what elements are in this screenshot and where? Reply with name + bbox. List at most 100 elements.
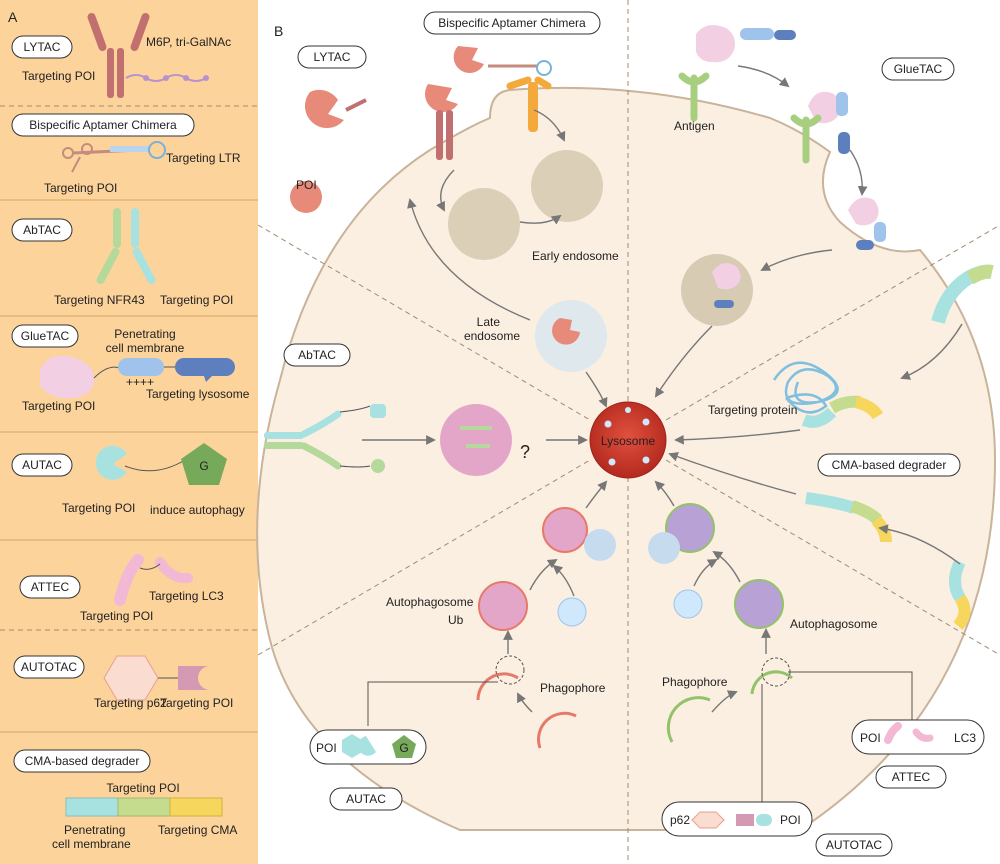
cpp-segment [65, 797, 119, 817]
abtac-antibody-icon [264, 404, 386, 473]
a-cma-cma: Targeting CMA [158, 823, 237, 837]
a-lytac: LYTAC M6P, tri-GalNAc Targeting POI [11, 12, 231, 98]
lytac-arrows [407, 109, 608, 408]
b-autac-label: AUTAC [346, 792, 386, 806]
a-gluetac-membrane2: cell membrane [106, 341, 185, 355]
b-lytac-label: LYTAC [314, 50, 351, 64]
b-gluetac-label: GlueTAC [894, 62, 943, 76]
a-bac: Bispecific Aptamer Chimera Targeting LTR… [11, 113, 241, 195]
poi-icon [290, 181, 322, 213]
a-cma-membrane1: Penetrating [64, 823, 125, 837]
ub-label: Ub [448, 613, 464, 627]
targeting-protein-label: Targeting protein [708, 403, 797, 417]
guanine-tag-icon [181, 443, 227, 485]
a-gluetac-charge: ++++ [126, 375, 154, 389]
late-endosome-label-1: Late [477, 315, 501, 329]
lysosome-tag-icon [175, 358, 235, 382]
phagophore-right-label: Phagophore [662, 675, 728, 689]
p62-ligand-icon [103, 655, 159, 701]
panel-a-letter: A [8, 9, 18, 25]
nanobody-icon [40, 355, 121, 399]
autophagosome-right [734, 579, 784, 629]
a-gluetac-label: GlueTAC [21, 329, 70, 343]
a-bac-label: Bispecific Aptamer Chimera [29, 118, 177, 132]
b-attec-lc3: LC3 [954, 731, 976, 745]
a-abtac-right: Targeting POI [160, 293, 233, 307]
a-gluetac-membrane1: Penetrating [114, 327, 175, 341]
a-cma-membrane2: cell membrane [52, 837, 131, 851]
a-lytac-label: LYTAC [24, 40, 61, 54]
early-endosome-label: Early endosome [532, 249, 619, 263]
a-gluetac: GlueTAC Penetrating cell membrane ++++ T… [11, 324, 250, 413]
m6pr-receptor-icon [424, 84, 458, 160]
a-abtac-left: Targeting NFR43 [54, 293, 145, 307]
early-endosome-right [531, 150, 603, 222]
a-bac-poi: Targeting POI [44, 181, 117, 195]
a-attec-poi: Targeting POI [80, 609, 153, 623]
membrane-peptide-icon [118, 358, 164, 376]
a-autac-poi: Targeting POI [62, 501, 135, 515]
late-endosome-label-2: endosome [464, 329, 520, 343]
b-poi-label: POI [296, 178, 317, 192]
lysosome-label: Lysosome [601, 434, 656, 448]
b-bac-label: Bispecific Aptamer Chimera [438, 16, 586, 30]
a-cma-poi: Targeting POI [106, 781, 179, 795]
phagophore-left [476, 672, 519, 701]
lytac-receptor-icon [87, 12, 209, 98]
panel-a-dividers [0, 105, 258, 733]
a-lytac-pill [11, 35, 73, 59]
a-cma-label: CMA-based degrader [25, 754, 140, 768]
lysosome: Lysosome [589, 401, 667, 479]
antigen-icon [678, 72, 710, 122]
autophagosome-left-label: Autophagosome [386, 595, 474, 609]
lytac-complex-icon [304, 89, 344, 129]
b-autophagy-right: Autophagosome Phagophore POI LC3 ATTEC p… [648, 480, 985, 857]
poi-binder-icon [95, 445, 127, 480]
a-bac-ltr: Targeting LTR [166, 151, 241, 165]
b-abtac: AbTAC ? [264, 343, 588, 476]
autophagosome-left [478, 581, 528, 631]
a-gluetac-lysosome: Targeting lysosome [146, 387, 250, 401]
b-attec-label: ATTEC [892, 770, 931, 784]
b-cma-label: CMA-based degrader [832, 458, 947, 472]
abtac-question: ? [520, 442, 530, 462]
poi-segment [117, 797, 171, 817]
b-gluetac: GlueTAC Antigen [654, 25, 955, 398]
gluetac-endosome [681, 254, 753, 326]
gluetac-nanobody-icon [696, 25, 735, 63]
b-autotac-p62: p62 [670, 813, 690, 827]
phagophore-left-label: Phagophore [540, 681, 606, 695]
b-autac-poi: POI [316, 741, 337, 755]
autophagosome-right-label: Autophagosome [790, 617, 878, 631]
lc3-ligand-icon [155, 557, 193, 584]
aptamer-chimera-icon [62, 141, 166, 173]
a-autotac-p62: Targeting p62 [94, 696, 167, 710]
a-gluetac-poi: Targeting POI [22, 399, 95, 413]
poi-ligand-icon [178, 666, 210, 690]
poi-ligand-icon [114, 554, 144, 606]
a-autac: AUTAC G Targeting POI induce autophagy [11, 443, 245, 517]
b-autotac-label: AUTOTAC [826, 838, 883, 852]
b-autophagy-left: Autophagosome Ub Phagophore POI G AUTAC [309, 480, 616, 811]
early-endosome-left [448, 188, 520, 260]
a-cma: CMA-based degrader Targeting POI Penetra… [13, 749, 237, 851]
a-abtac: AbTAC Targeting NFR43 Targeting POI [11, 208, 233, 307]
b-abtac-label: AbTAC [298, 348, 336, 362]
abtac-endosome [440, 404, 512, 476]
a-autac-autophagy: induce autophagy [150, 503, 245, 517]
a-autotac: AUTOTAC Targeting p62 Targeting POI [13, 655, 233, 710]
bispecific-antibody-icon [96, 208, 156, 285]
panel-a: A LYTAC M6P, tri-GalNAc [0, 0, 258, 864]
b-lytac: LYTAC POI [290, 45, 458, 213]
phagophore-right [750, 670, 794, 695]
b-autotac-poi: POI [780, 813, 801, 827]
a-lytac-ligand: M6P, tri-GalNAc [146, 35, 231, 49]
antigen-label: Antigen [674, 119, 715, 133]
a-autotac-poi: Targeting POI [160, 696, 233, 710]
aptamer-complex-icon [453, 46, 484, 74]
b-bac: Bispecific Aptamer Chimera [423, 11, 601, 132]
a-autac-g: G [199, 459, 208, 473]
b-attec-poi: POI [860, 731, 881, 745]
a-autotac-label: AUTOTAC [21, 660, 78, 674]
